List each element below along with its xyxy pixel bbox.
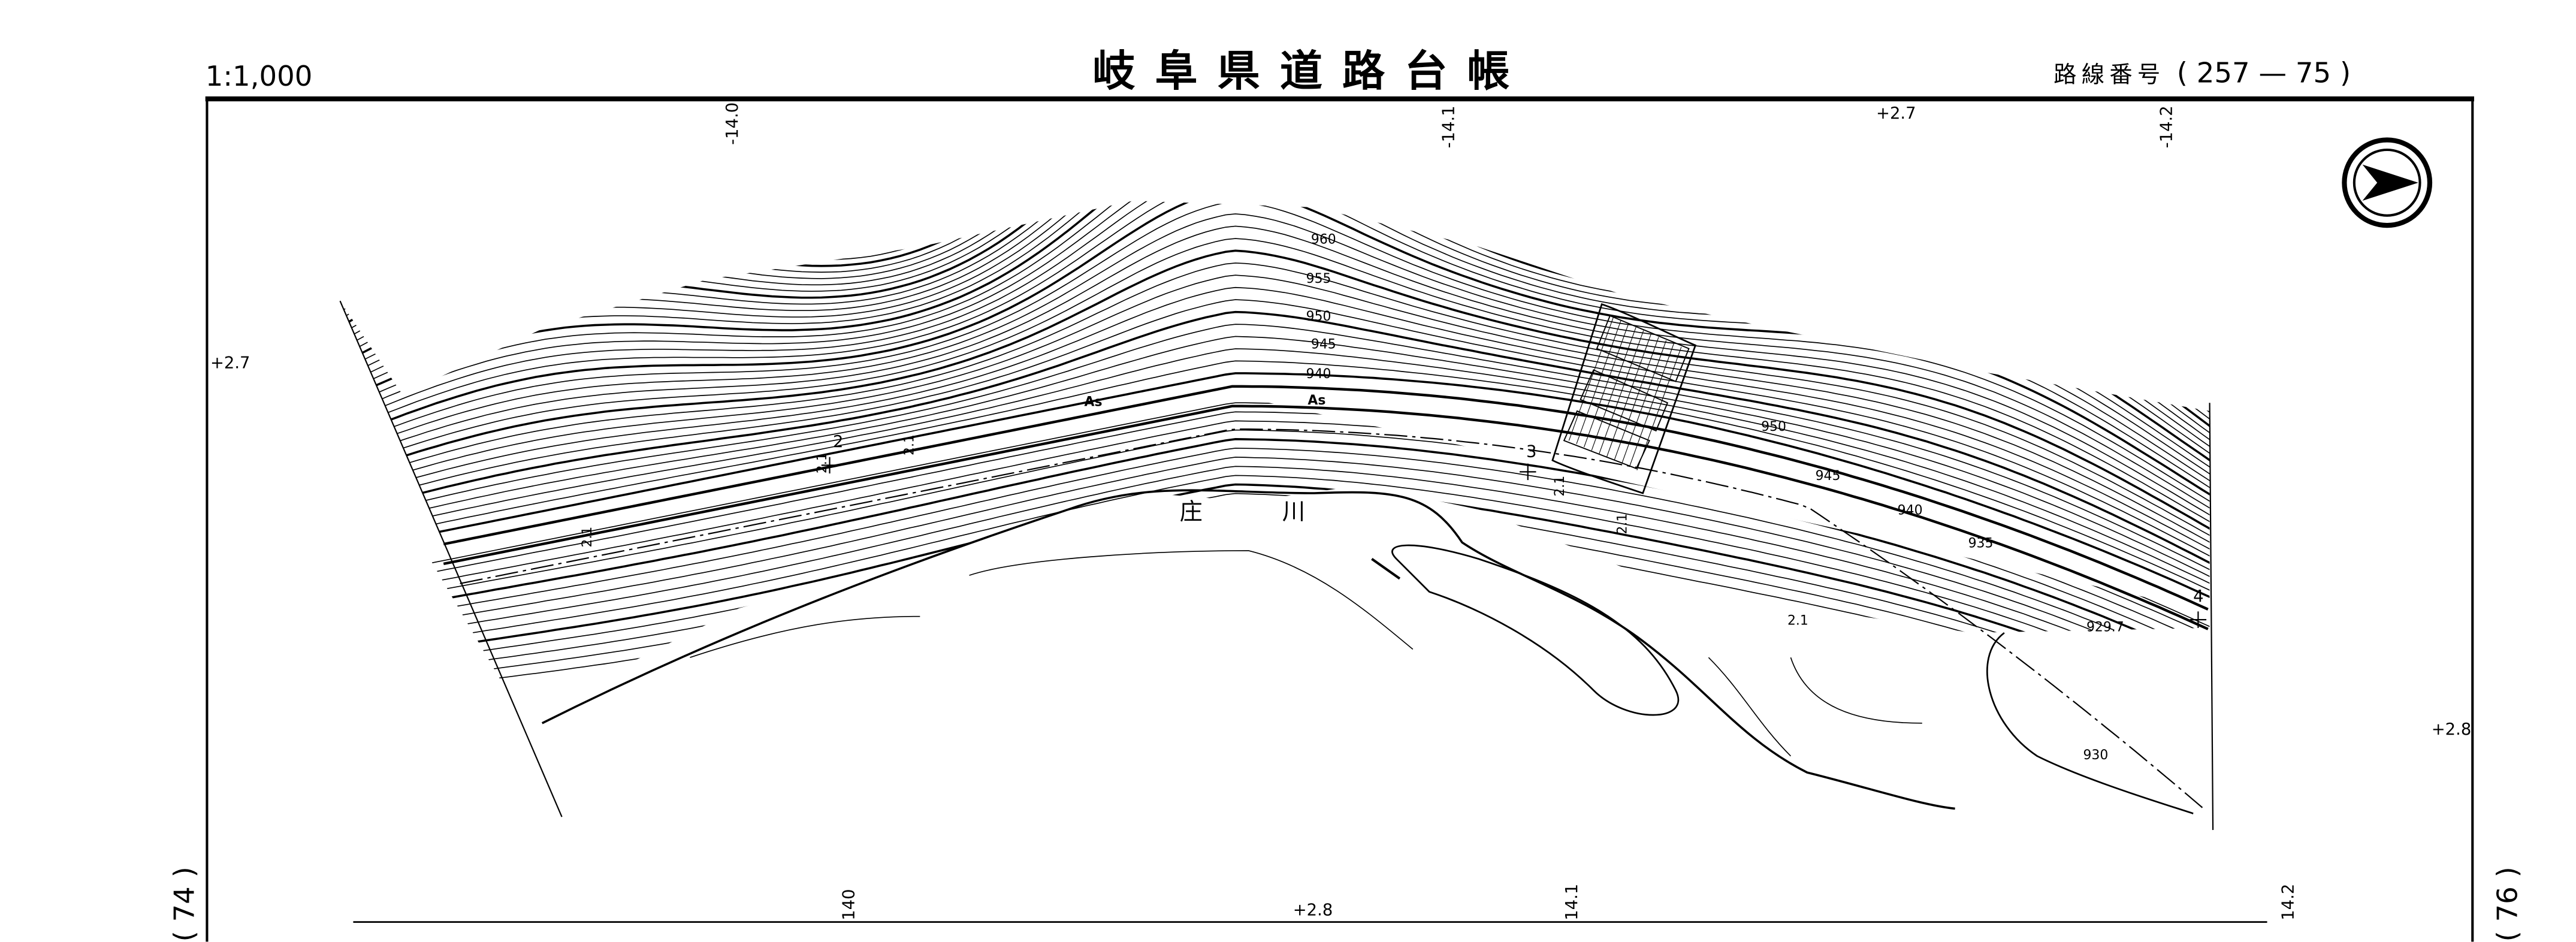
contour-line <box>410 438 2210 665</box>
spot-height: 929.7 <box>2086 620 2124 635</box>
contour-line <box>410 457 2210 683</box>
station-number: 4 <box>2193 587 2203 606</box>
contour-line <box>340 274 2210 544</box>
grid-label: 140 <box>840 889 859 920</box>
grid-label: +2.7 <box>210 354 250 373</box>
map-title: 岐阜県道路台帳 <box>1092 46 1529 96</box>
width-label: 2.1 <box>815 452 830 473</box>
hatch-line <box>1606 333 1651 457</box>
flow-arrow-icon <box>1371 558 1401 580</box>
contour-line <box>410 502 2210 723</box>
contour-line <box>340 372 2210 599</box>
grid-label: 14.1 <box>1563 884 1581 920</box>
contour-line <box>340 310 2210 565</box>
width-label: 2.1 <box>580 527 595 548</box>
contour-line <box>410 475 2210 702</box>
adjacent-sheet-right[interactable]: ( 76 ) <box>2491 866 2523 941</box>
contour-line <box>410 448 2210 674</box>
route-label: 路線番号 <box>2053 62 2165 89</box>
contour-line <box>340 299 2210 557</box>
grid-label: -14.2 <box>2158 105 2176 148</box>
hatch-line <box>1599 330 1644 454</box>
adjacent-sheet-left[interactable]: ( 74 ) <box>168 866 201 941</box>
contour-line <box>340 249 2210 531</box>
hatch-line <box>1636 346 1682 470</box>
contour-label: 945 <box>1311 337 1336 352</box>
retaining-wall <box>1551 303 1697 494</box>
contour-line <box>340 200 2210 421</box>
river <box>541 489 2194 814</box>
contour-line <box>340 225 2210 517</box>
contour-line <box>340 348 2210 585</box>
pavement-label: As <box>1307 393 1325 408</box>
contour-line <box>340 360 2210 591</box>
contour-label: 960 <box>1311 232 1336 247</box>
contour-labels: 960 955 950 945 940 950 945 940 935 930 … <box>580 232 2204 763</box>
grid-label: +2.8 <box>2432 720 2472 739</box>
grid-label: 14.2 <box>2279 884 2297 920</box>
station-number: 3 <box>1526 443 1536 461</box>
contour-line <box>340 200 2210 448</box>
contour-line <box>340 324 2210 571</box>
boundary-right <box>2209 403 2214 831</box>
width-label: 2.1 <box>902 434 917 455</box>
hatch-line <box>1576 320 1621 444</box>
contour-line <box>340 262 2210 537</box>
contour-line <box>410 511 2210 723</box>
grid-labels: -14.0 -14.1 -14.2 +2.7 +2.7 +2.8 140 +2.… <box>210 102 2471 920</box>
hatch-line <box>1591 327 1636 451</box>
contour-label: 955 <box>1306 271 1331 286</box>
contour-label: 940 <box>1306 367 1331 382</box>
contour-line <box>340 336 2210 578</box>
contour-label: 950 <box>1761 419 1786 434</box>
contour-line <box>340 201 2210 503</box>
hatch-line <box>1568 317 1614 441</box>
contour-line <box>410 483 2210 711</box>
contour-label: 930 <box>2083 748 2108 763</box>
contour-label: 945 <box>1816 469 1841 484</box>
river-name: 庄 川 <box>1180 499 1342 526</box>
road-centerline <box>460 428 2206 810</box>
width-label: 2.1 <box>1787 613 1808 628</box>
route-number: ( 257 — 75 ) <box>2177 57 2351 89</box>
width-label: 2.1 <box>1553 476 1568 497</box>
north-arrow-icon <box>2342 137 2433 228</box>
hatch-line <box>1584 324 1629 448</box>
grid-label: +2.7 <box>1876 104 1916 123</box>
contour-line <box>410 466 2210 692</box>
grid-label: +2.8 <box>1293 901 1333 920</box>
contour-label: 935 <box>1968 536 1994 551</box>
hatch-line <box>1629 343 1674 467</box>
wall-hatching <box>1568 317 1682 470</box>
hatch-line <box>1621 340 1667 464</box>
pavement-label: As <box>1085 395 1103 410</box>
road-edge <box>443 385 2209 630</box>
contour-line <box>410 493 2210 720</box>
width-label: 2.1 <box>1615 514 1630 535</box>
contour-line <box>340 200 2210 469</box>
scale-label: 1:1,000 <box>206 60 313 92</box>
contour-line <box>340 200 2210 482</box>
grid-label: -14.1 <box>1439 105 1458 148</box>
survey-marks <box>821 457 2207 628</box>
contour-line <box>340 238 2210 523</box>
hatch-line <box>1614 337 1659 461</box>
grid-label: -14.0 <box>723 102 742 145</box>
contour-label: 940 <box>1898 503 1923 518</box>
contour-line <box>340 200 2210 434</box>
station-number: 2 <box>833 433 843 451</box>
contour-line <box>340 213 2210 510</box>
contour-line <box>340 286 2210 551</box>
contour-label: 950 <box>1306 309 1331 324</box>
